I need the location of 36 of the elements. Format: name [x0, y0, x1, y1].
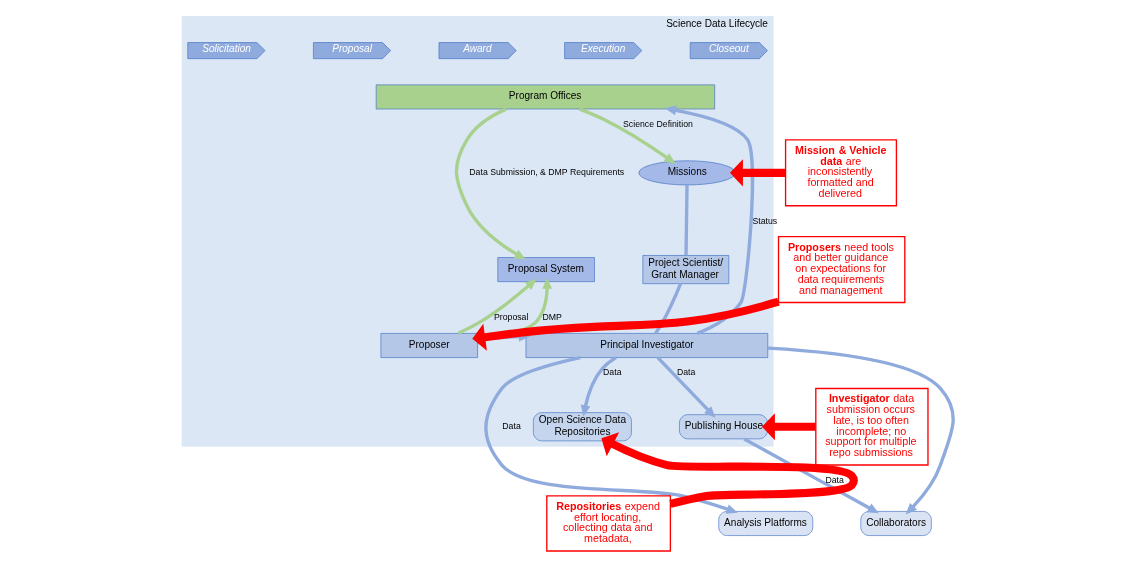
- node-box: Publishing House: [678, 414, 768, 440]
- node-box: Principal Investigator: [525, 333, 768, 358]
- node-box: Proposers need tools and better guidance on expectations for data requirements and management: [777, 236, 905, 304]
- node-box: Repositories expend effort locating, collecting data and metadata,: [545, 495, 671, 552]
- arrow: [656, 356, 715, 418]
- arrow: [664, 105, 754, 335]
- edge-label: Data: [824, 474, 844, 485]
- arrow: [471, 297, 780, 351]
- node-box: Project Scientist/ Grant Manager: [642, 255, 729, 285]
- node-box: Collaborators: [859, 511, 932, 536]
- arrow: [454, 107, 526, 260]
- arrow: [580, 356, 617, 417]
- arrow: [600, 432, 858, 508]
- node-box: Proposal System: [496, 257, 595, 282]
- connector: [683, 185, 689, 256]
- edge-label: Data: [602, 367, 621, 378]
- node-box: Analysis Platforms: [717, 511, 813, 536]
- edge-label: Data: [501, 421, 521, 432]
- node-ellipse: Missions: [637, 160, 736, 186]
- arrow: [767, 346, 955, 515]
- connector: [653, 283, 682, 335]
- node-box: Investigator data submission occurs late, is too often incomplete; no support for multiple repo submissions: [814, 387, 929, 466]
- arrow: [742, 437, 879, 514]
- edge-label: Data Submission, & DMP Requirements: [468, 167, 624, 178]
- arrow: [578, 107, 676, 164]
- edge-label: DMP: [541, 312, 562, 323]
- arrow: [761, 413, 816, 441]
- node-box: Mission & Vehicle data are inconsistently formatted and delivered: [784, 139, 897, 207]
- edge-label: Proposal: [493, 312, 528, 323]
- arrow: [457, 278, 537, 335]
- node-box: Proposer: [380, 333, 478, 358]
- edge-label: Data: [676, 367, 695, 378]
- node-box: Open Science Data Repositories: [532, 412, 632, 442]
- arrow: [483, 355, 738, 514]
- node-box: Program Offices: [375, 84, 715, 110]
- edge-label: Science Definition: [622, 118, 693, 129]
